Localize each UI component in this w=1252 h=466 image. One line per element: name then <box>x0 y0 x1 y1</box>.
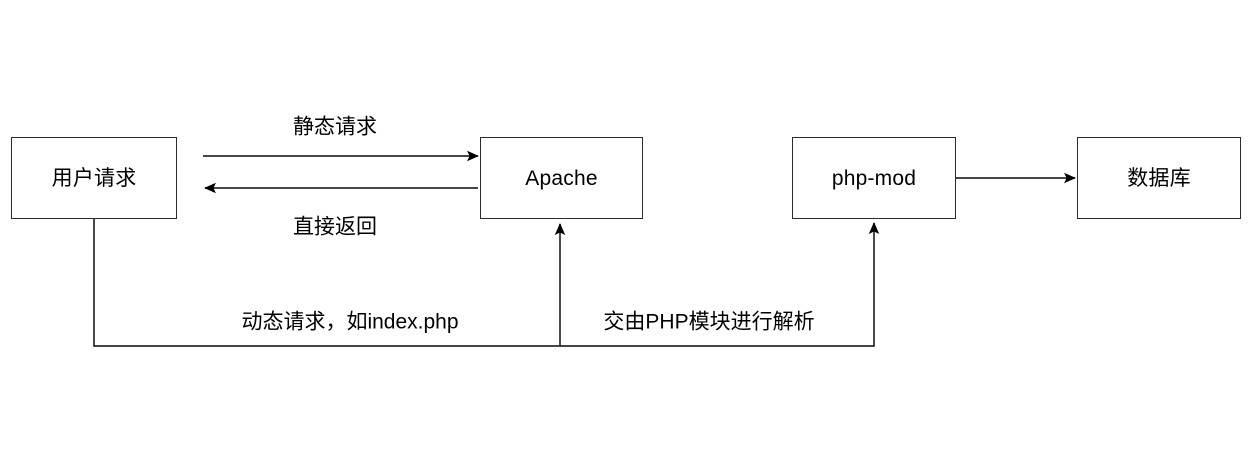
node-user-request[interactable]: 用户请求 <box>11 137 177 219</box>
edge-label-static-request: 静态请求 <box>293 115 377 139</box>
node-database[interactable]: 数据库 <box>1077 137 1241 219</box>
edge-php-handoff <box>560 222 880 347</box>
node-database-label: 数据库 <box>1127 166 1191 190</box>
node-php-mod-label: php-mod <box>831 166 917 190</box>
node-php-mod[interactable]: php-mod <box>792 137 956 219</box>
node-user-request-label: 用户请求 <box>51 166 137 190</box>
edge-label-php-handoff: 交由PHP模块进行解析 <box>603 310 815 334</box>
node-apache-label: Apache <box>525 166 598 190</box>
node-apache[interactable]: Apache <box>480 137 643 219</box>
edge-label-dynamic-request: 动态请求，如index.php <box>241 310 459 334</box>
edge-label-direct-return: 直接返回 <box>293 215 377 239</box>
edge-dynamic-request <box>93 219 566 347</box>
